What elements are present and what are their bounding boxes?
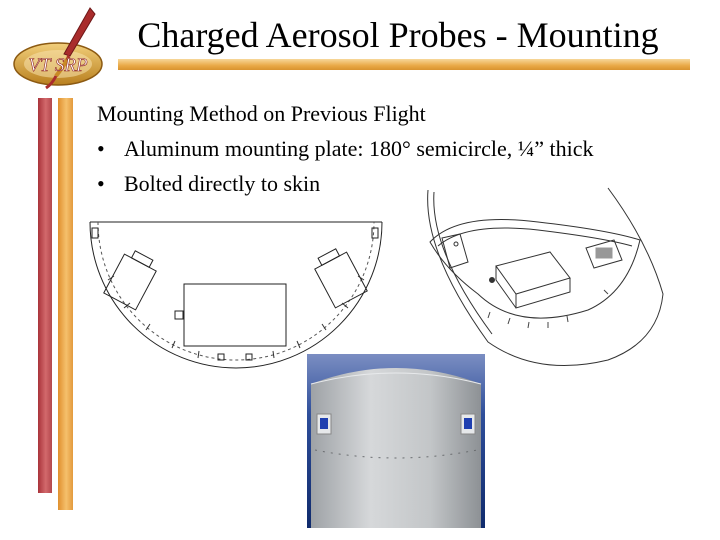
rocket-logo-icon: VT SRP <box>13 7 103 90</box>
bullet-marker: • <box>97 136 105 161</box>
bullet-item: • Bolted directly to skin <box>97 166 594 201</box>
payload-skin-render-image <box>307 354 485 528</box>
left-orange-bar <box>58 98 73 510</box>
mounting-plate-isometric-drawing <box>418 182 668 372</box>
bullet-text: Bolted directly to skin <box>124 171 321 196</box>
left-red-bar <box>38 98 52 493</box>
logo-text: VT SRP <box>28 55 88 76</box>
bullet-item: • Aluminum mounting plate: 180° semicirc… <box>97 131 594 166</box>
page-title: Charged Aerosol Probes - Mounting <box>137 15 659 55</box>
vtsrp-logo: VT SRP <box>8 4 118 96</box>
mounting-plate-top-view-drawing <box>86 210 386 370</box>
body-heading: Mounting Method on Previous Flight <box>97 101 426 126</box>
bullet-marker: • <box>97 171 105 196</box>
bullet-text: Aluminum mounting plate: 180° semicircle… <box>124 136 594 161</box>
slide-body: Mounting Method on Previous Flight • Alu… <box>97 96 594 201</box>
title-underline-bar <box>118 59 690 70</box>
